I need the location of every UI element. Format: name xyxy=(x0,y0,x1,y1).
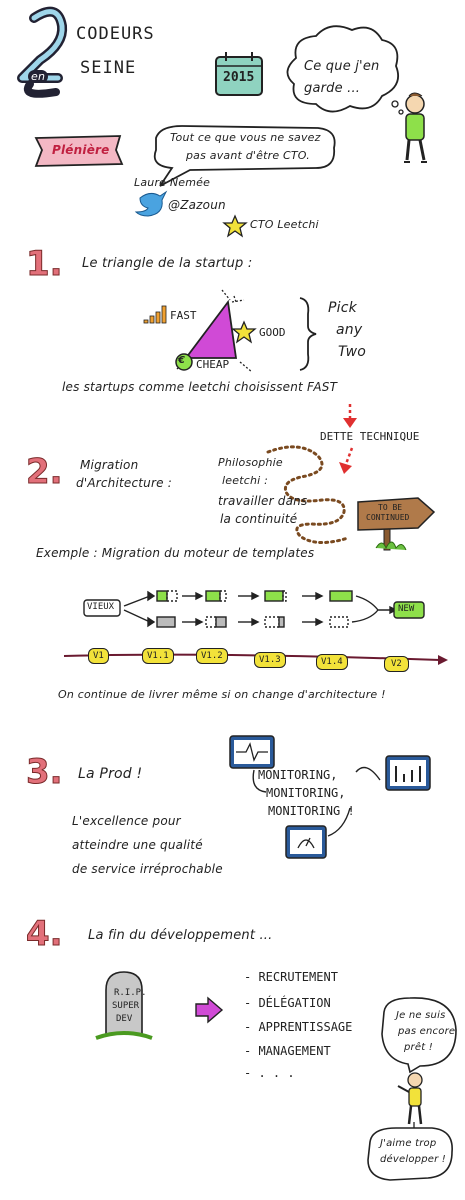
tombstone xyxy=(95,971,153,1040)
signpost-line-2: CONTINUED xyxy=(366,513,410,522)
star-icon xyxy=(222,214,248,238)
section-3-text-1: L'excellence pour xyxy=(72,814,181,828)
quote-line-1: Tout ce que vous ne savez xyxy=(170,131,321,144)
developer-figure xyxy=(397,1072,423,1125)
winding-road xyxy=(266,445,350,544)
startup-triangle xyxy=(184,299,238,359)
section-1-caption: les startups comme leetchi choisissent F… xyxy=(62,380,338,394)
thought-cloud xyxy=(286,25,400,113)
section-3-title: La Prod ! xyxy=(78,766,143,782)
section-4-title: La fin du développement ... xyxy=(88,928,273,943)
logo-line-codeurs: CODEURS xyxy=(76,24,155,44)
label-good: GOOD xyxy=(259,326,286,339)
euro-coin-icon xyxy=(175,353,193,371)
twitter-bird-icon xyxy=(134,190,168,217)
monitor-icon-heartbeat xyxy=(229,735,275,769)
bubble-not-ready-line-2: pas encore xyxy=(398,1026,456,1037)
arrow-right-icon xyxy=(195,996,224,1024)
euro-symbol: € xyxy=(178,355,186,366)
speaker-name: Laure Nemée xyxy=(134,176,211,189)
calendar-year: 2015 xyxy=(223,70,255,85)
quote-speech-bubble xyxy=(153,125,336,187)
quote-line-2: pas avant d'être CTO. xyxy=(186,149,310,162)
label-vieux: VIEUX xyxy=(87,602,115,612)
monitoring-line-2: MONITORING, xyxy=(266,786,346,800)
pleniere-label: Plénière xyxy=(52,143,110,157)
codeurs-en-seine-logo xyxy=(17,6,68,98)
section-1-title: Le triangle de la startup : xyxy=(82,256,253,271)
pick-word-1: Pick xyxy=(328,300,357,316)
skill-item-1: - RECRUTEMENT xyxy=(244,970,338,984)
skill-item-2: - DÉLÉGATION xyxy=(244,996,331,1010)
label-dette-technique: DETTE TECHNIQUE xyxy=(320,430,420,443)
arrow-to-dette xyxy=(343,404,357,428)
good-star-icon xyxy=(231,320,257,344)
bubble-not-ready xyxy=(381,997,457,1074)
speaker-role: CTO Leetchi xyxy=(250,218,319,231)
version-tag-v1: V1 xyxy=(88,648,109,664)
tomb-line-1: R.I.P. xyxy=(114,988,147,998)
section-2-caption: On continue de livrer même si on change … xyxy=(58,688,386,701)
section-3-text-3: de service irréprochable xyxy=(72,862,223,876)
philosophy-line-3: travailler dans xyxy=(218,494,308,508)
monitor-icon-gauge xyxy=(285,825,327,859)
bubble-love-coding-line-2: développer ! xyxy=(380,1154,447,1165)
philosophy-line-1: Philosophie xyxy=(218,456,283,469)
version-tag-v1-3: V1.3 xyxy=(254,652,286,668)
section-number-3: 3. xyxy=(26,752,64,793)
section-2-title-line-2: d'Architecture : xyxy=(76,476,172,490)
thought-bubble-text: Ce que j'en garde ... xyxy=(304,59,380,96)
skill-item-4: - MANAGEMENT xyxy=(244,1044,331,1058)
speaker-twitter[interactable]: @Zazoun xyxy=(168,198,226,212)
philosophy-line-2: leetchi : xyxy=(222,474,268,487)
section-3-text-2: atteindre une qualité xyxy=(72,838,203,852)
monitoring-cable xyxy=(252,766,381,837)
label-cheap: CHEAP xyxy=(196,358,230,371)
tomb-line-3: DEV xyxy=(116,1014,133,1024)
bubble-love-coding-line-1: J'aime trop xyxy=(380,1138,437,1149)
version-tag-v1-1: V1.1 xyxy=(142,648,174,664)
skill-item-3: - APPRENTISSAGE xyxy=(244,1020,353,1034)
pick-word-2: any xyxy=(336,322,363,338)
label-fast: FAST xyxy=(170,309,197,322)
monitoring-line-3: MONITORING ! xyxy=(268,804,355,818)
section-number-2: 2. xyxy=(26,452,64,493)
pick-word-3: Two xyxy=(338,344,367,360)
skill-item-5: - . . . xyxy=(244,1066,295,1080)
tomb-line-2: SUPER xyxy=(112,1001,140,1011)
dotted-path-dette xyxy=(344,447,354,465)
pick-bracket xyxy=(299,297,317,371)
bubble-not-ready-line-1: Je ne suis xyxy=(396,1010,446,1021)
version-tag-v1-2: V1.2 xyxy=(196,648,228,664)
label-new: NEW xyxy=(398,604,415,614)
monitor-icon-bars xyxy=(385,755,431,791)
section-2-title-line-1: Migration xyxy=(80,458,139,472)
calendar-icon xyxy=(215,52,263,96)
bubble-not-ready-line-3: prêt ! xyxy=(404,1042,433,1053)
logo-en: en xyxy=(28,70,49,83)
pleniere-banner xyxy=(34,135,124,167)
section-number-1: 1. xyxy=(26,244,64,285)
monitoring-line-1: MONITORING, xyxy=(258,768,338,782)
to-be-continued-signpost xyxy=(357,497,436,551)
philosophy-line-4: la continuité xyxy=(220,512,298,526)
version-tag-v1-4: V1.4 xyxy=(316,654,348,670)
migration-diagram xyxy=(83,590,425,628)
migration-example: Exemple : Migration du moteur de templat… xyxy=(36,546,315,560)
signpost-line-1: TO BE xyxy=(378,503,403,512)
version-tag-v2: V2 xyxy=(384,656,409,672)
section-number-4: 4. xyxy=(26,914,64,955)
bar-chart-icon xyxy=(143,305,167,324)
thinking-man-figure xyxy=(404,92,427,163)
logo-line-seine: SEINE xyxy=(80,58,137,78)
bubble-love-coding xyxy=(367,1127,453,1181)
